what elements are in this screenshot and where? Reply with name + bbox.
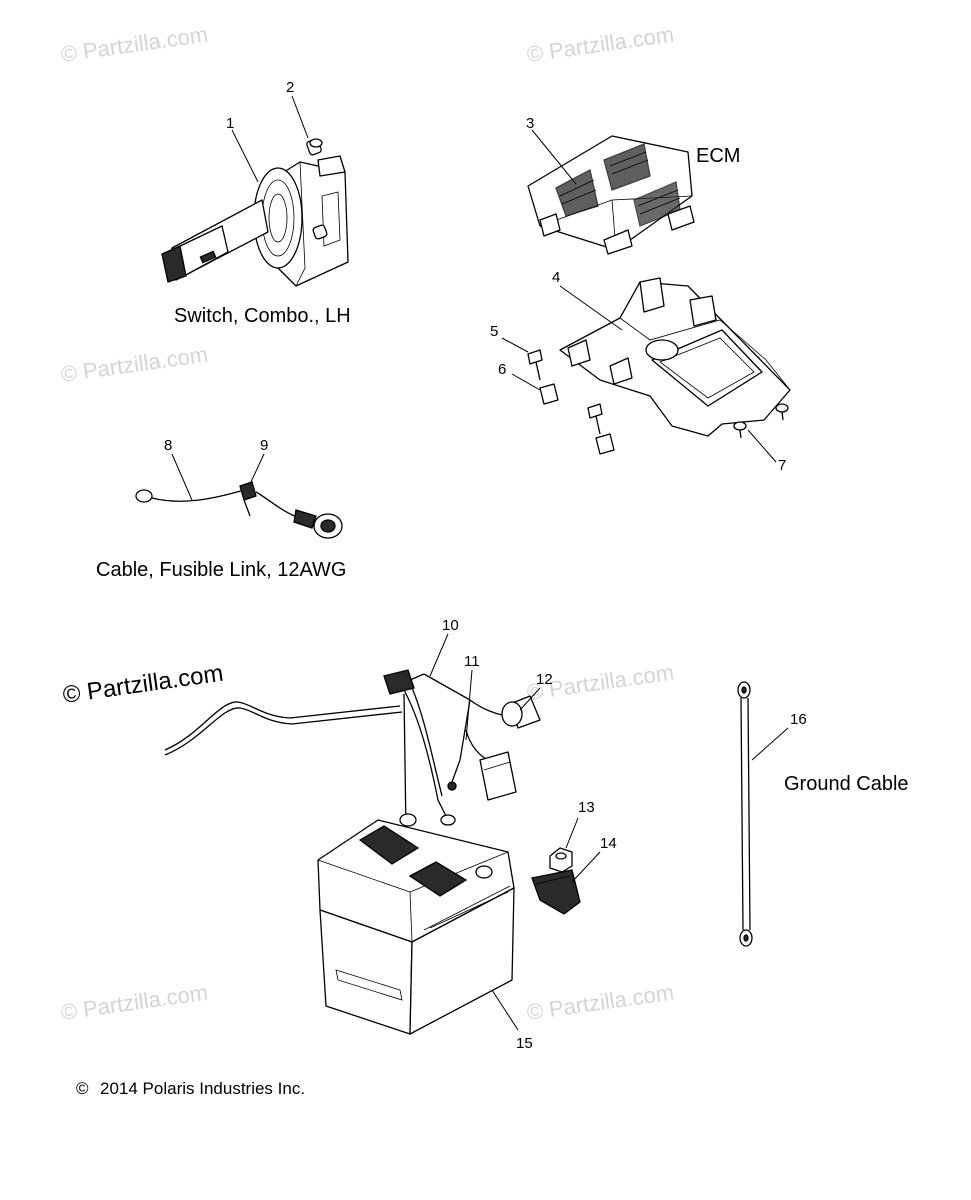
clip-6 — [511, 373, 615, 455]
callout-15: 15 — [516, 1035, 533, 1052]
fusible-link-cable-part — [135, 453, 343, 539]
watermark: © Partzilla.com — [525, 22, 675, 67]
watermark: © Partzilla.com — [59, 980, 209, 1025]
harness-part — [164, 633, 541, 833]
callout-10: 10 — [442, 617, 459, 634]
callout-12: 12 — [536, 671, 553, 688]
watermark: © Partzilla.com — [59, 22, 209, 67]
callout-6: 6 — [498, 361, 506, 378]
callout-11: 11 — [464, 653, 480, 670]
copyright-text: 2014 Polaris Industries Inc. — [100, 1079, 305, 1098]
ecm-part — [527, 129, 695, 255]
battery-part — [317, 813, 519, 1035]
callout-8: 8 — [164, 437, 172, 454]
callout-5: 5 — [490, 323, 498, 340]
screw-2 — [306, 138, 323, 156]
watermark: © Partzilla.com — [59, 342, 209, 387]
nut-13 — [549, 817, 579, 873]
callout-1: 1 — [226, 115, 234, 132]
copyright-symbol: © — [76, 1079, 89, 1098]
callout-2: 2 — [286, 79, 294, 96]
caption-ground: Ground Cable — [784, 773, 909, 795]
caption-cable: Cable, Fusible Link, 12AWG — [96, 559, 346, 581]
callout-14: 14 — [600, 835, 617, 852]
callout-3: 3 — [526, 115, 534, 132]
callout-7: 7 — [778, 457, 786, 474]
callout-13: 13 — [578, 799, 595, 816]
callout-16: 16 — [790, 711, 807, 728]
caption-ecm: ECM — [696, 145, 740, 167]
switch-combo-part — [161, 95, 349, 287]
watermark-dark: © Partzilla.com — [61, 660, 225, 709]
screw-7 — [733, 403, 789, 463]
watermark: © Partzilla.com — [525, 980, 675, 1025]
caption-switch: Switch, Combo., LH — [174, 305, 351, 327]
terminal-cover-14 — [531, 851, 601, 915]
captions: Switch, Combo., LH ECM Cable, Fusible Li… — [96, 145, 909, 795]
copyright: © 2014 Polaris Industries Inc. — [76, 1079, 305, 1098]
callout-9: 9 — [260, 437, 268, 454]
callout-4: 4 — [552, 269, 560, 286]
ground-cable-part — [737, 681, 789, 947]
ecm-bracket-part — [559, 277, 791, 437]
callouts: 1 2 3 4 5 6 7 8 9 10 11 12 13 14 15 16 — [164, 79, 807, 1052]
fastener-5 — [501, 337, 603, 435]
